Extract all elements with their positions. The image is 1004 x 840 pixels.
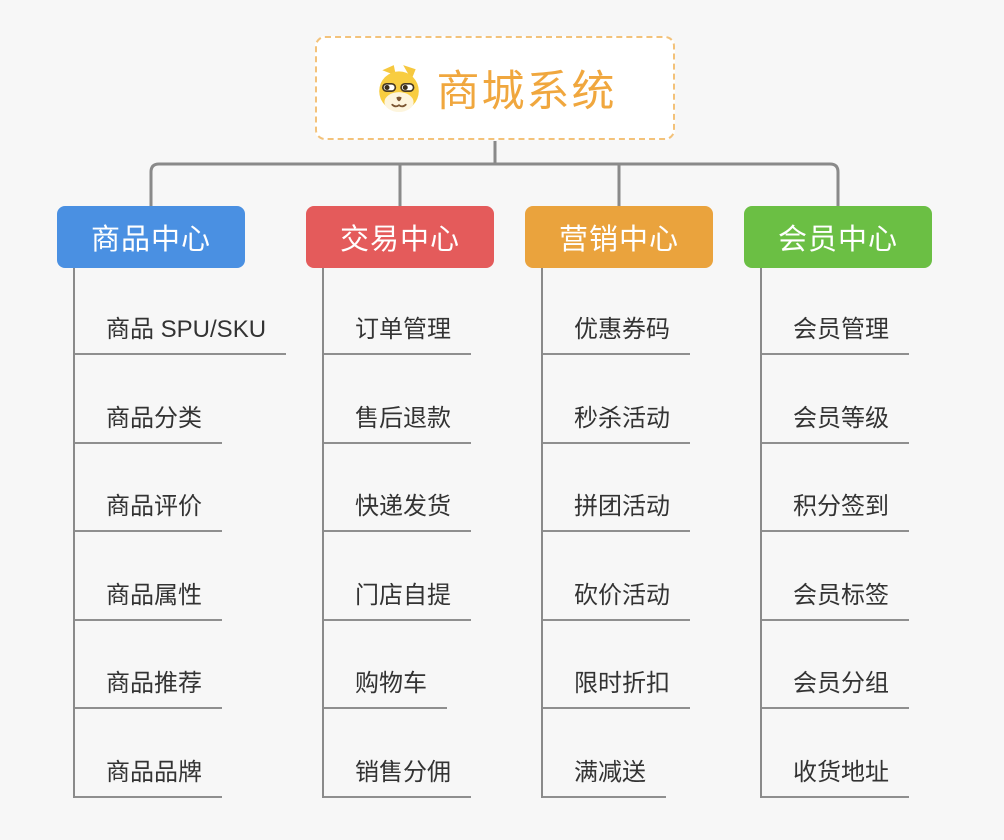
- subtopic-row: 砍价活动: [543, 532, 713, 621]
- subtopic[interactable]: 会员标签: [762, 575, 909, 621]
- branch-bus-line: [149, 162, 840, 207]
- branch-children: 商品 SPU/SKU 商品分类商品评价商品属性商品推荐商品品牌: [73, 268, 287, 798]
- subtopic-row: 会员分组: [762, 621, 932, 709]
- subtopic[interactable]: 拼团活动: [543, 486, 690, 532]
- subtopic-row: 商品属性: [75, 532, 286, 621]
- subtopic[interactable]: 快递发货: [324, 486, 471, 532]
- branch-children: 优惠券码秒杀活动拼团活动砍价活动限时折扣满减送: [541, 268, 713, 798]
- subtopic[interactable]: 售后退款: [324, 398, 471, 444]
- subtopic[interactable]: 订单管理: [324, 309, 471, 355]
- branch-trade-center: 交易中心 订单管理售后退款快递发货门店自提购物车销售分佣: [306, 206, 494, 798]
- branch-topic[interactable]: 商品中心: [57, 206, 245, 268]
- dog-face-icon: [378, 65, 419, 112]
- subtopic-row: 门店自提: [324, 532, 494, 621]
- subtopic-row: 商品分类: [75, 355, 286, 444]
- subtopic[interactable]: 会员等级: [762, 398, 909, 444]
- root-topic-title: 商城系统: [436, 68, 617, 116]
- subtopic-row: 销售分佣: [324, 709, 494, 798]
- subtopic-row: 会员等级: [762, 355, 932, 444]
- branch-topic[interactable]: 营销中心: [525, 206, 713, 268]
- subtopic[interactable]: 商品品牌: [75, 752, 222, 798]
- subtopic-row: 商品推荐: [75, 621, 286, 709]
- root-topic[interactable]: 商城系统: [315, 36, 675, 140]
- subtopic[interactable]: 限时折扣: [543, 663, 690, 709]
- branch-children: 会员管理会员等级积分签到会员标签会员分组收货地址: [760, 268, 932, 798]
- subtopic[interactable]: 满减送: [543, 752, 666, 798]
- subtopic-row: 秒杀活动: [543, 355, 713, 444]
- subtopic-row: 售后退款: [324, 355, 494, 444]
- subtopic[interactable]: 优惠券码: [543, 309, 690, 355]
- subtopic[interactable]: 积分签到: [762, 486, 909, 532]
- subtopic[interactable]: 销售分佣: [324, 752, 471, 798]
- subtopic-row: 订单管理: [324, 268, 494, 355]
- subtopic[interactable]: 商品属性: [75, 575, 222, 621]
- subtopic[interactable]: 会员分组: [762, 663, 909, 709]
- subtopic[interactable]: 购物车: [324, 663, 447, 709]
- subtopic-row: 商品品牌: [75, 709, 286, 798]
- subtopic-row: 积分签到: [762, 444, 932, 532]
- subtopic[interactable]: 商品 SPU/SKU: [75, 309, 287, 355]
- branch-topic[interactable]: 会员中心: [744, 206, 932, 268]
- subtopic-row: 购物车: [324, 621, 494, 709]
- subtopic-row: 优惠券码: [543, 268, 713, 355]
- subtopic[interactable]: 门店自提: [324, 575, 471, 621]
- subtopic-row: 拼团活动: [543, 444, 713, 532]
- subtopic-row: 商品评价: [75, 444, 286, 532]
- branch-member-center: 会员中心 会员管理会员等级积分签到会员标签会员分组收货地址: [744, 206, 932, 798]
- branch-product-center: 商品中心 商品 SPU/SKU 商品分类商品评价商品属性商品推荐商品品牌: [57, 206, 287, 798]
- subtopic[interactable]: 秒杀活动: [543, 398, 690, 444]
- branch-children: 订单管理售后退款快递发货门店自提购物车销售分佣: [322, 268, 494, 798]
- subtopic-row: 满减送: [543, 709, 713, 798]
- subtopic-row: 会员标签: [762, 532, 932, 621]
- branch-marketing-center: 营销中心 优惠券码秒杀活动拼团活动砍价活动限时折扣满减送: [525, 206, 713, 798]
- subtopic-row: 会员管理: [762, 268, 932, 355]
- subtopic-row: 收货地址: [762, 709, 932, 798]
- subtopic[interactable]: 会员管理: [762, 309, 909, 355]
- subtopic[interactable]: 商品分类: [75, 398, 222, 444]
- subtopic-row: 快递发货: [324, 444, 494, 532]
- subtopic[interactable]: 收货地址: [762, 752, 909, 798]
- subtopic-row: 限时折扣: [543, 621, 713, 709]
- subtopic[interactable]: 砍价活动: [543, 575, 690, 621]
- subtopic[interactable]: 商品评价: [75, 486, 222, 532]
- subtopic-row: 商品 SPU/SKU: [75, 268, 287, 355]
- branch-topic[interactable]: 交易中心: [306, 206, 494, 268]
- subtopic[interactable]: 商品推荐: [75, 663, 222, 709]
